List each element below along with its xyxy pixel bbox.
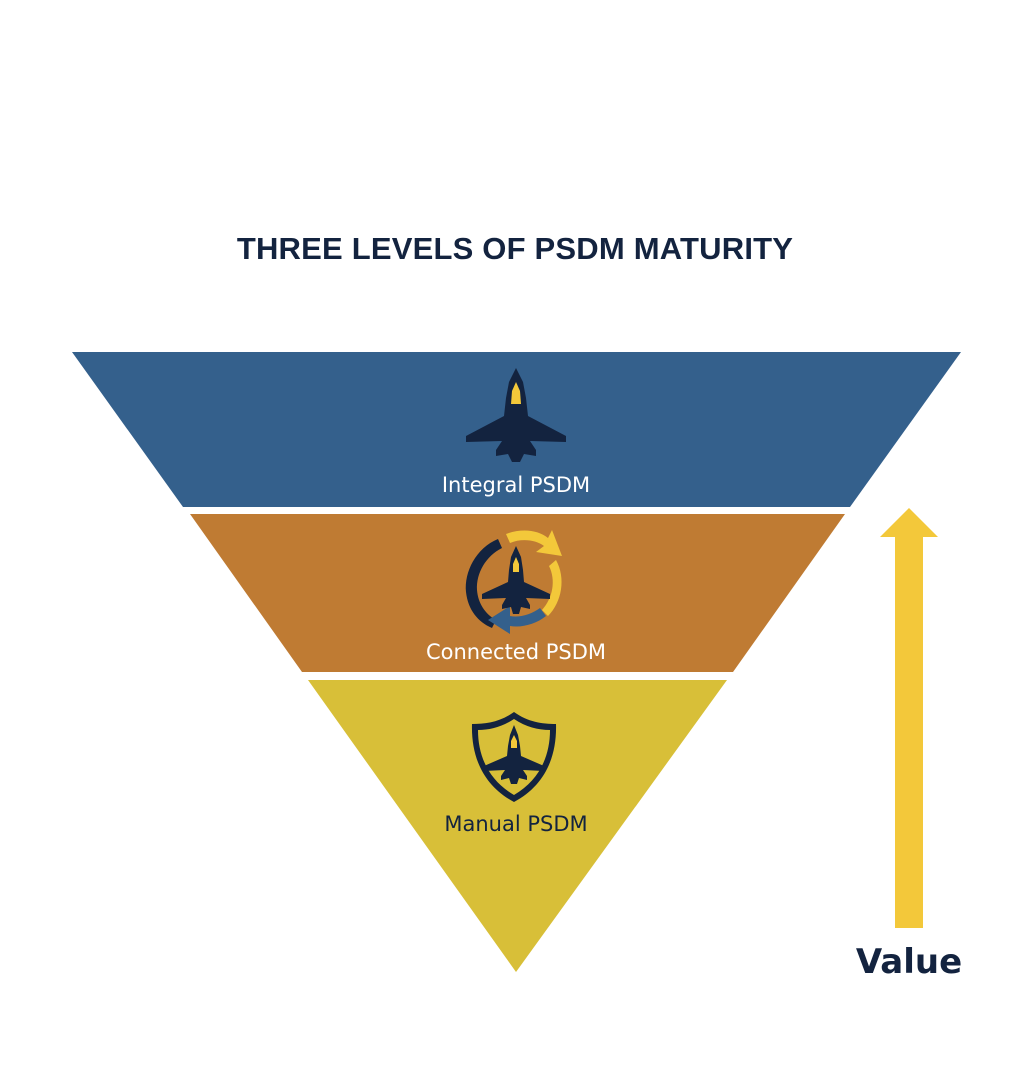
jet-shield-icon: [471, 712, 557, 802]
level-manual: Manual PSDM: [308, 680, 727, 972]
diagram-title: THREE LEVELS OF PSDM MATURITY: [236, 231, 794, 266]
value-arrow-shape: [880, 508, 938, 928]
value-label: Value: [856, 942, 962, 982]
level-integral: Integral PSDM: [72, 352, 961, 507]
level-integral-label: Integral PSDM: [442, 473, 590, 497]
jet-icon: [466, 368, 566, 462]
value-arrow: Value: [856, 508, 962, 982]
jet-cycle-arrows-icon: [465, 530, 562, 634]
level-connected: Connected PSDM: [190, 514, 845, 672]
level-manual-label: Manual PSDM: [444, 812, 587, 836]
level-manual-band: [308, 680, 727, 972]
level-connected-label: Connected PSDM: [426, 640, 606, 664]
